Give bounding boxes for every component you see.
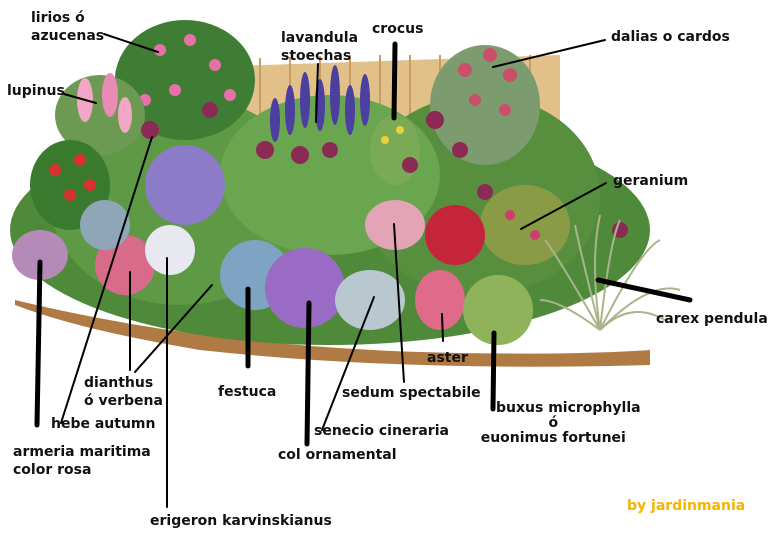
credit-text: by jardinmania	[627, 498, 746, 514]
label-dianthus-line1: dianthus	[84, 375, 154, 391]
label-buxus-line1: buxus microphylla	[496, 400, 641, 416]
label-carex: carex pendula	[656, 311, 768, 327]
label-hebe: hebe autumn	[51, 416, 156, 432]
dianthus-plant	[95, 235, 155, 295]
aster-plant	[415, 270, 465, 330]
label-sedum: sedum spectabile	[342, 385, 481, 401]
allium-flowers	[141, 102, 628, 238]
label-armeria: armeria maritima color rosa	[13, 443, 151, 479]
carex-grass	[539, 214, 681, 331]
armeria-plant	[12, 230, 68, 280]
label-lirios: lirios ó azucenas	[31, 9, 104, 45]
grass-tuft	[80, 200, 130, 250]
label-dianthus-line2: ó verbena	[84, 393, 163, 409]
label-lirios-line2: azucenas	[31, 28, 105, 44]
label-festuca: festuca	[218, 384, 277, 400]
label-lavandula-line1: lavandula	[281, 30, 359, 46]
pointer-lines	[34, 33, 693, 508]
label-crocus: crocus	[372, 21, 424, 37]
label-lirios-line1: lirios ó	[31, 10, 85, 26]
ornamental-cabbage	[265, 248, 345, 328]
label-lupinus: lupinus	[7, 83, 65, 99]
dahlias-plant	[430, 45, 540, 165]
label-dalias: dalias o cardos	[611, 29, 730, 45]
label-armeria-line2: color rosa	[13, 462, 92, 478]
label-col: col ornamental	[278, 447, 397, 463]
label-armeria-line1: armeria maritima	[13, 444, 151, 460]
label-lavandula: lavandula stoechas	[281, 29, 358, 65]
crocus-plant	[370, 115, 420, 185]
label-aster: aster	[427, 350, 468, 366]
label-erigeron: erigeron karvinskianus	[150, 513, 332, 529]
label-buxus: buxus microphylla ó euonimus fortunei	[466, 399, 641, 447]
label-buxus-line3: euonimus fortunei	[480, 430, 626, 446]
erigeron-plant	[145, 225, 195, 275]
label-senecio: senecio cineraria	[314, 423, 449, 439]
buxus-shrub	[463, 275, 533, 345]
soil-bed	[15, 300, 650, 367]
lavender-plant	[270, 65, 370, 142]
geranium-plant	[480, 185, 570, 265]
label-lavandula-line2: stoechas	[281, 48, 352, 64]
label-geranium: geranium	[613, 173, 689, 189]
hebe-shrub	[145, 145, 225, 225]
red-flower-cluster	[425, 205, 485, 265]
label-dianthus: dianthus ó verbena	[84, 374, 163, 410]
senecio-plant	[335, 270, 405, 330]
lupinus-plant	[55, 73, 145, 155]
label-buxus-line2: ó	[548, 415, 559, 431]
